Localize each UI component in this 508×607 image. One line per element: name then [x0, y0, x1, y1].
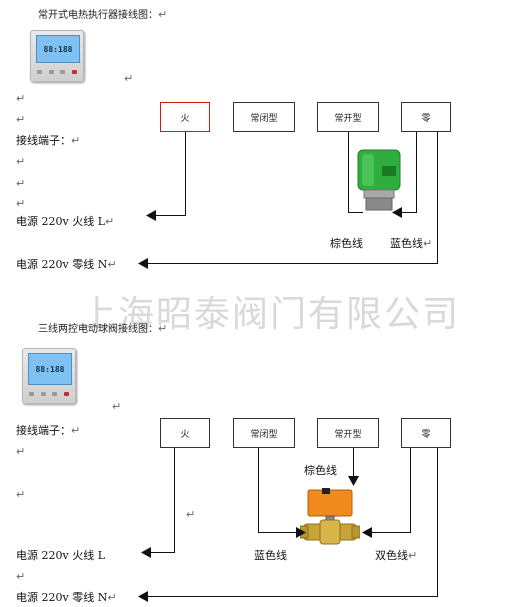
terminal-neutral: 零: [401, 418, 451, 448]
arrow-icon: [141, 547, 151, 558]
arrow-icon: [348, 476, 359, 486]
paragraph-mark: ↵: [16, 197, 26, 210]
terminal-normally-closed: 常闭型: [233, 102, 295, 132]
paragraph-mark: ↵: [16, 177, 26, 190]
terminal-label: 接线端子：↵: [16, 424, 81, 437]
wire-neutral-down: [437, 132, 438, 263]
power-neutral-label: 电源 220v 零线 N↵: [16, 258, 117, 271]
wire-blue-label: 蓝色线↵: [390, 237, 433, 250]
wire-brown-label: 棕色线: [330, 237, 363, 250]
wire-nc-h: [258, 532, 298, 533]
motorized-ball-valve-icon: [300, 488, 360, 545]
wire-live: [185, 132, 186, 215]
section1-title: 常开式电热执行器接线图：↵: [38, 8, 168, 21]
terminal-neutral: 零: [401, 102, 451, 132]
wire-no-down: [348, 132, 349, 212]
wire-brown-down: [353, 448, 354, 478]
wire-blue-label: 蓝色线: [254, 549, 287, 562]
wire-live-h: [153, 215, 186, 216]
paragraph-mark: ↵: [16, 488, 26, 501]
thermostat-screen: 88:188: [36, 35, 80, 63]
wire-live: [174, 448, 175, 552]
wire-brown-label: 棕色线: [304, 464, 337, 477]
wire-blue-down: [416, 132, 417, 212]
arrow-icon: [362, 527, 372, 538]
power-neutral-label: 电源 220v 零线 N↵: [16, 591, 117, 604]
wire-nc-down: [258, 448, 259, 532]
wire-no-h: [348, 212, 363, 213]
terminal-live: 火: [160, 418, 210, 448]
arrow-icon: [392, 207, 402, 218]
thermal-actuator-icon: [357, 149, 401, 211]
terminal-normally-closed: 常闭型: [233, 418, 295, 448]
paragraph-mark: ↵: [16, 155, 26, 168]
wire-no-down: [410, 448, 411, 532]
thermostat-screen: 88:188: [28, 353, 72, 385]
paragraph-mark: ↵: [16, 113, 26, 126]
wire-neutral-h: [145, 596, 438, 597]
paragraph-mark: ↵: [124, 72, 134, 85]
thermostat-icon: 88:188: [30, 30, 84, 82]
paragraph-mark: ↵: [16, 570, 26, 583]
company-watermark: 上海昭泰阀门有限公司: [79, 294, 460, 335]
terminal-live: 火: [160, 102, 210, 132]
wire-neutral-h: [145, 263, 438, 264]
wire-no-h: [370, 532, 411, 533]
wire-blue-h: [400, 212, 417, 213]
section2-title: 三线两控电动球阀接线图：↵: [38, 322, 168, 335]
paragraph-mark: ↵: [16, 92, 26, 105]
paragraph-mark: ↵: [112, 400, 122, 413]
power-live-label: 电源 220v 火线 L: [16, 549, 106, 562]
paragraph-mark: ↵: [16, 445, 26, 458]
wire-neutral-down: [437, 448, 438, 596]
terminal-label: 接线端子：↵: [16, 134, 81, 147]
arrow-icon: [138, 591, 148, 602]
power-live-label: 电源 220v 火线 L↵: [16, 215, 115, 228]
terminal-normally-open: 常开型: [317, 418, 379, 448]
arrow-icon: [138, 258, 148, 269]
paragraph-mark: ↵: [186, 508, 196, 521]
arrow-icon: [296, 527, 306, 538]
terminal-normally-open: 常开型: [317, 102, 379, 132]
arrow-icon: [146, 210, 156, 221]
wire-live-h: [148, 552, 175, 553]
wire-twin-label: 双色线↵: [375, 549, 418, 562]
thermostat-icon: 88:188: [22, 348, 76, 404]
